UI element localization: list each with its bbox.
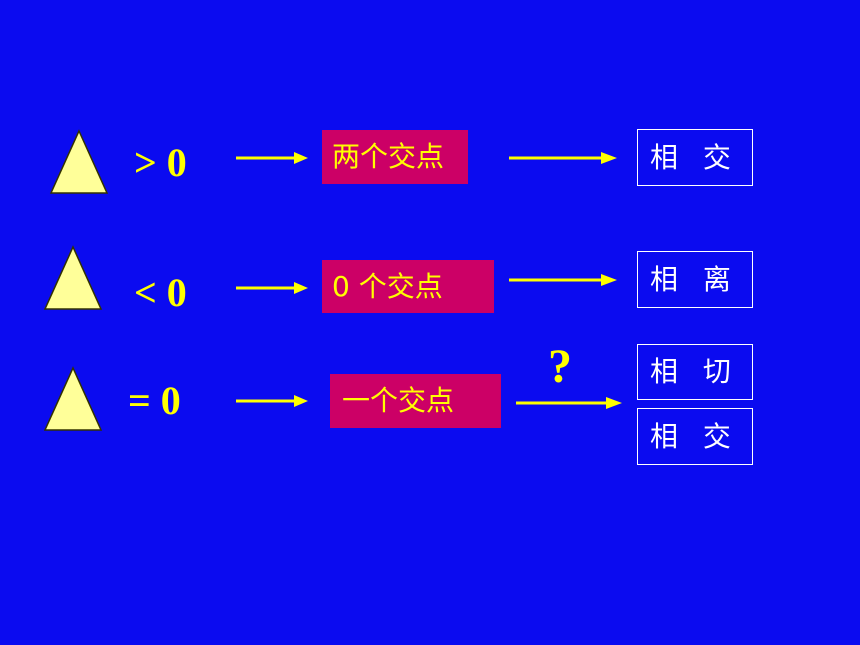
- condition-less-than-zero: < 0: [134, 270, 187, 315]
- arrow-icon: [516, 397, 622, 409]
- condition-equals-zero: = 0: [128, 378, 181, 423]
- delta-triangle-icon: [49, 129, 109, 194]
- condition-greater-than-zero: > 0: [134, 140, 187, 185]
- arrow-icon: [509, 274, 617, 286]
- intersection-count-label: 0 个交点: [322, 260, 494, 313]
- intersection-count-label: 两个交点: [322, 130, 468, 184]
- arrow-icon: [236, 395, 308, 407]
- arrow-icon: [509, 152, 617, 164]
- result-intersect-box: 相 交: [637, 129, 753, 186]
- delta-triangle-icon: [43, 366, 103, 431]
- result-intersect-box: 相 交: [637, 408, 753, 465]
- intersection-count-label: 一个交点: [330, 374, 501, 428]
- arrow-icon: [236, 282, 308, 294]
- result-tangent-box: 相 切: [637, 344, 753, 400]
- arrow-icon: [236, 152, 308, 164]
- question-mark: ?: [548, 340, 572, 393]
- delta-triangle-icon: [43, 245, 103, 310]
- result-separate-box: 相 离: [637, 251, 753, 308]
